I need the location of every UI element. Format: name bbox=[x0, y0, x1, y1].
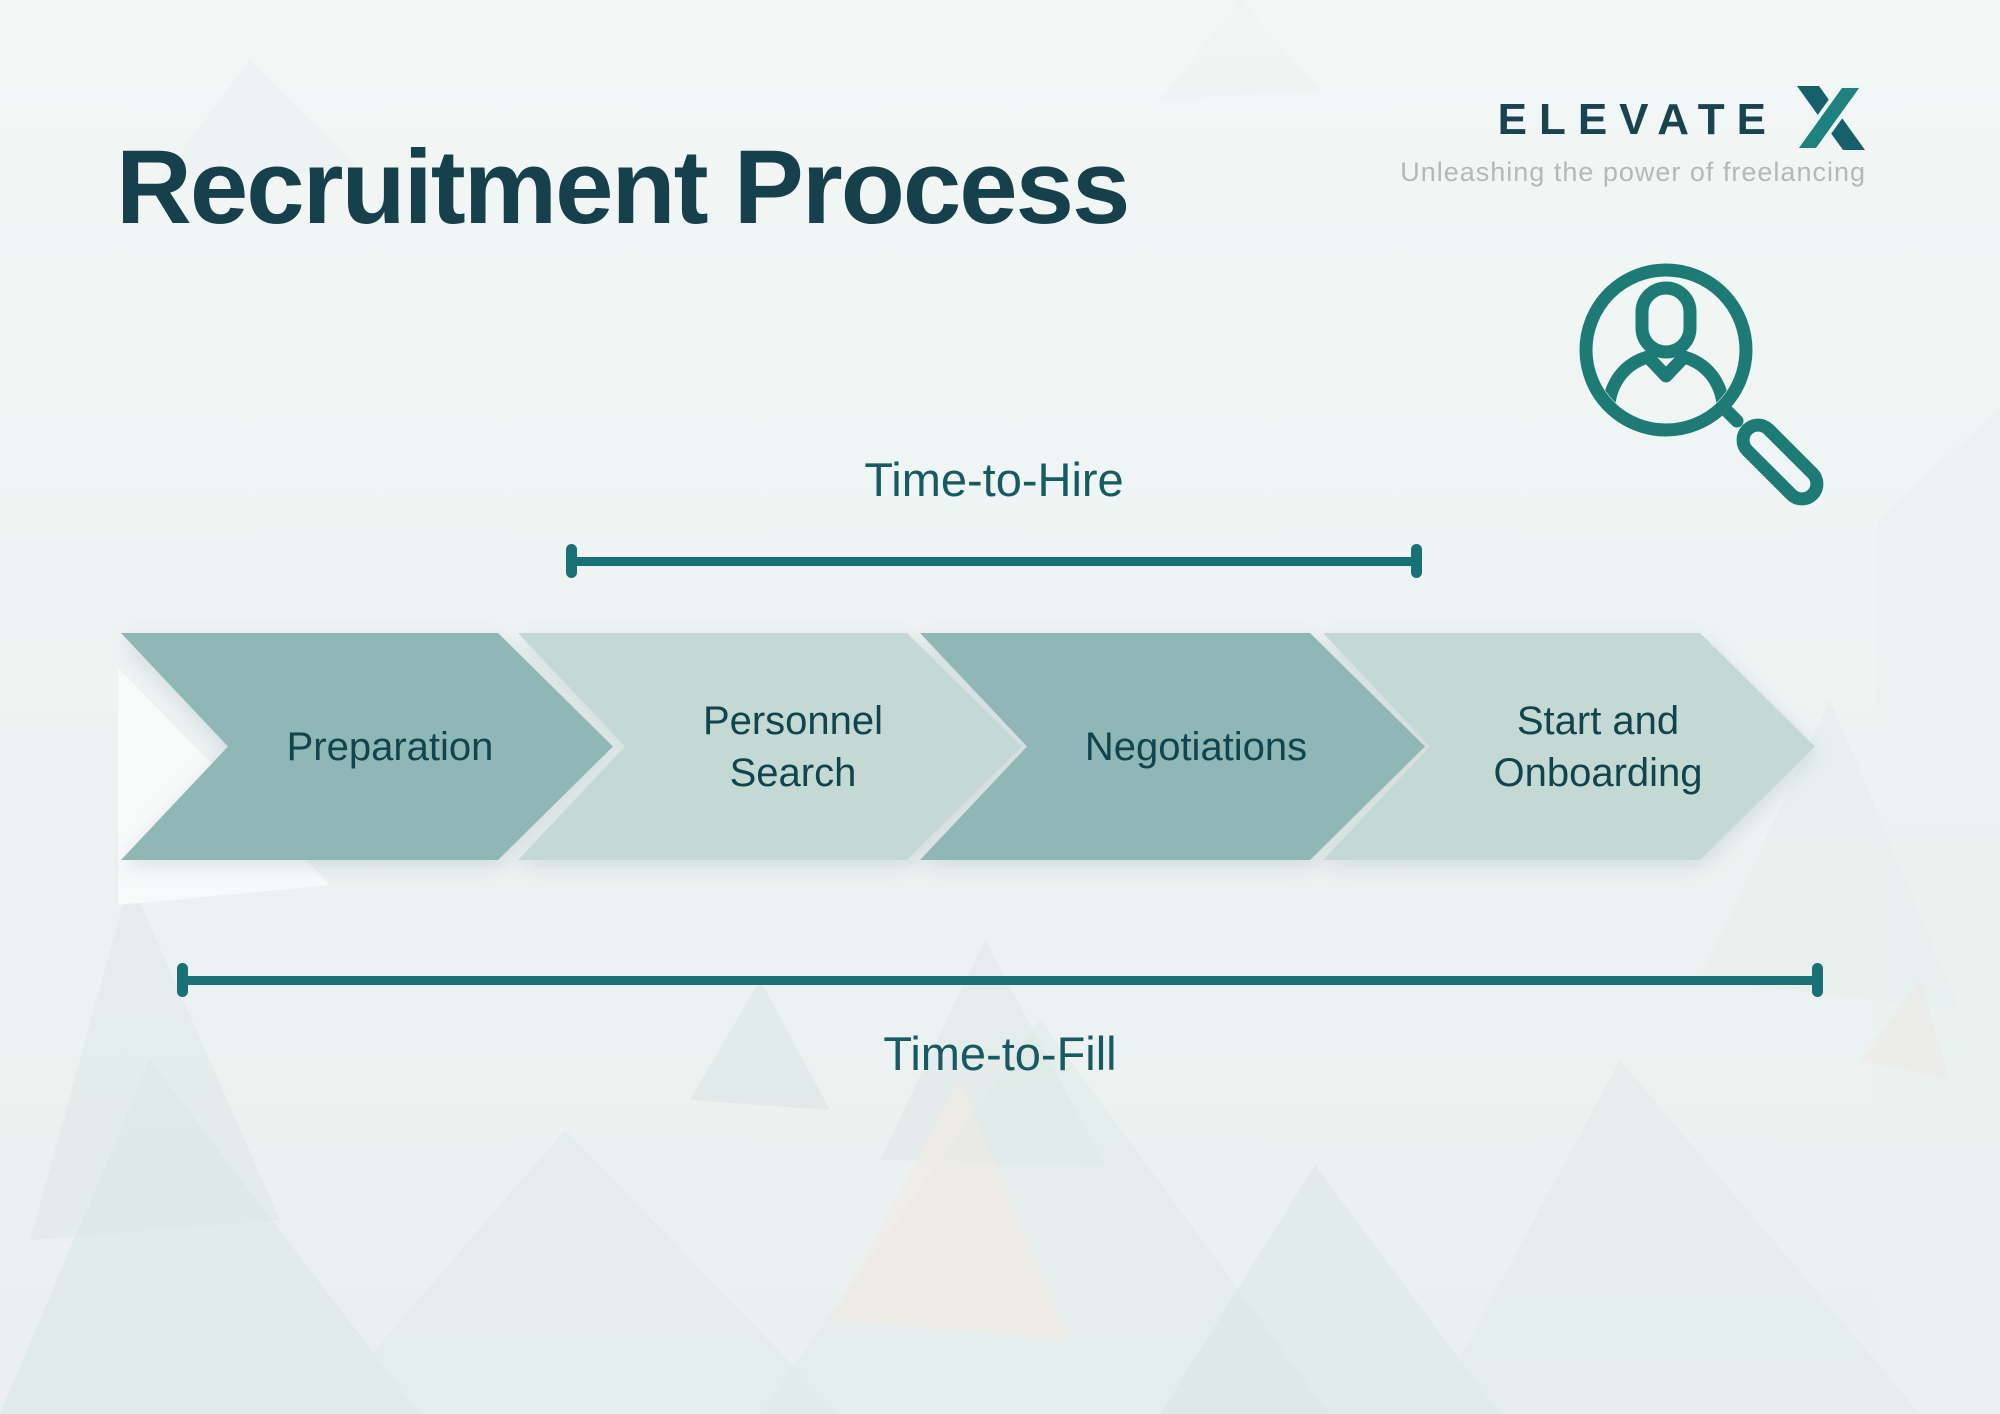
brand-tagline: Unleashing the power of freelancing bbox=[1400, 157, 1866, 187]
bracket-right-cap bbox=[1812, 963, 1823, 997]
bracket-left-cap bbox=[177, 963, 188, 997]
brand-x-icon bbox=[1794, 86, 1866, 150]
time-to-hire-label: Time-to-Hire bbox=[864, 453, 1124, 506]
bracket-bar bbox=[575, 556, 1413, 566]
page-title: Recruitment Process bbox=[116, 129, 1130, 246]
magnifier-handle bbox=[1736, 418, 1824, 506]
chevron-step-1 bbox=[121, 633, 613, 860]
chevron-step-2 bbox=[518, 633, 1022, 860]
time-to-fill-bracket bbox=[177, 963, 1823, 997]
step-label-start-and-onboarding: Start and Onboarding bbox=[1493, 698, 1703, 795]
person-search-icon bbox=[1579, 263, 1824, 506]
time-to-hire-bracket bbox=[566, 544, 1422, 578]
process-chevrons bbox=[121, 633, 1815, 860]
magnifier-lens bbox=[1579, 263, 1753, 437]
magnifier-stub bbox=[1717, 401, 1744, 428]
bracket-bar bbox=[186, 975, 1814, 985]
bracket-right-cap bbox=[1411, 544, 1422, 578]
person-silhouette bbox=[1601, 281, 1731, 417]
step-label-preparation: Preparation bbox=[286, 724, 494, 769]
elevatex-logo: ELEVATE Unleashing the power of freelanc… bbox=[1400, 86, 1866, 188]
brand-row: ELEVATE bbox=[1498, 86, 1866, 150]
chevron-step-3 bbox=[920, 633, 1425, 860]
step-label-negotiations: Negotiations bbox=[1084, 724, 1308, 769]
step-label-personnel-search: Personnel Search bbox=[702, 698, 884, 795]
chevron-step-4 bbox=[1323, 633, 1815, 860]
time-to-fill-label: Time-to-Fill bbox=[883, 1027, 1117, 1080]
brand-wordmark: ELEVATE bbox=[1497, 95, 1778, 144]
bracket-left-cap bbox=[566, 544, 577, 578]
